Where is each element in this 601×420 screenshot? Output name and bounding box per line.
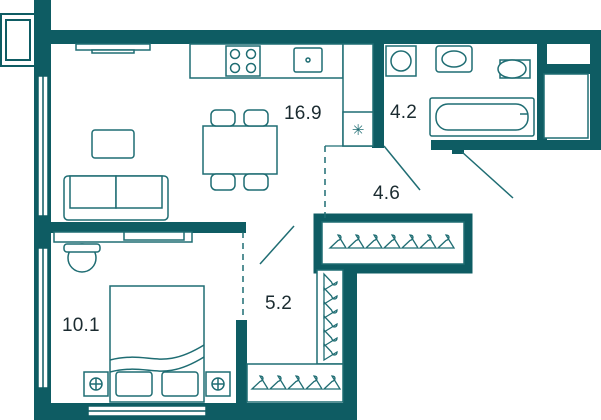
hanger-icon xyxy=(323,272,338,292)
hanger-icon xyxy=(436,234,456,249)
wall-north xyxy=(34,30,547,44)
wardrobe-hall xyxy=(321,221,465,265)
hanger-icon xyxy=(322,375,342,390)
hanger-icon xyxy=(250,375,270,390)
vent-shaft xyxy=(342,111,374,147)
wall-east-mid xyxy=(547,64,601,74)
tv xyxy=(75,43,151,51)
wall-closet-box xyxy=(313,213,473,274)
wall-east-bottom xyxy=(547,140,601,150)
hanger-icon xyxy=(364,234,384,249)
wall-north-right xyxy=(547,30,601,44)
wall-bath-south xyxy=(431,140,543,150)
hanger-icon xyxy=(400,234,420,249)
balcony xyxy=(0,13,36,67)
bedroom-furniture xyxy=(53,231,231,403)
kitchen: ✳ xyxy=(189,43,374,147)
hanger-icon xyxy=(304,375,324,390)
hanger-icon xyxy=(286,375,306,390)
wall-right-lower xyxy=(343,268,357,420)
room-area-corridor: 5.2 xyxy=(265,293,293,314)
hanger-icon xyxy=(328,234,348,249)
desk-drawer xyxy=(123,231,185,241)
room-area-bathroom: 4.2 xyxy=(390,102,418,123)
hanger-icon xyxy=(346,234,366,249)
room-area-hallway: 4.6 xyxy=(373,183,401,204)
wall-bath-west xyxy=(372,30,384,148)
living-furniture xyxy=(63,43,278,221)
hanger-icon xyxy=(323,314,338,334)
windows xyxy=(37,75,207,417)
room-area-living-kitchen: 16.9 xyxy=(284,103,322,124)
hanger-icon xyxy=(418,234,438,249)
wall-bottom-right xyxy=(236,403,357,420)
hanger-icon xyxy=(382,234,402,249)
hanger-icon xyxy=(323,286,338,306)
door-corridor xyxy=(259,225,295,265)
wall-bedroom-east xyxy=(236,320,247,420)
wall-bath-east xyxy=(537,30,547,150)
room-area-bedroom: 10.1 xyxy=(62,315,100,336)
hanger-icon xyxy=(323,328,338,348)
desk xyxy=(53,231,193,243)
door-balcony-right xyxy=(461,151,514,199)
hanger-icon xyxy=(323,300,338,320)
hangers xyxy=(250,234,456,390)
wall-east xyxy=(590,30,601,150)
hanger-icon xyxy=(323,342,338,362)
vent-icon: ✳ xyxy=(352,121,365,139)
hanger-icon xyxy=(268,375,288,390)
doors xyxy=(242,145,514,320)
coffee-table xyxy=(91,129,135,159)
column xyxy=(452,140,464,154)
door-bath xyxy=(383,145,421,191)
wall-bedroom-top xyxy=(34,222,246,233)
bathroom-fixtures xyxy=(385,45,589,139)
dining-table xyxy=(202,125,278,175)
